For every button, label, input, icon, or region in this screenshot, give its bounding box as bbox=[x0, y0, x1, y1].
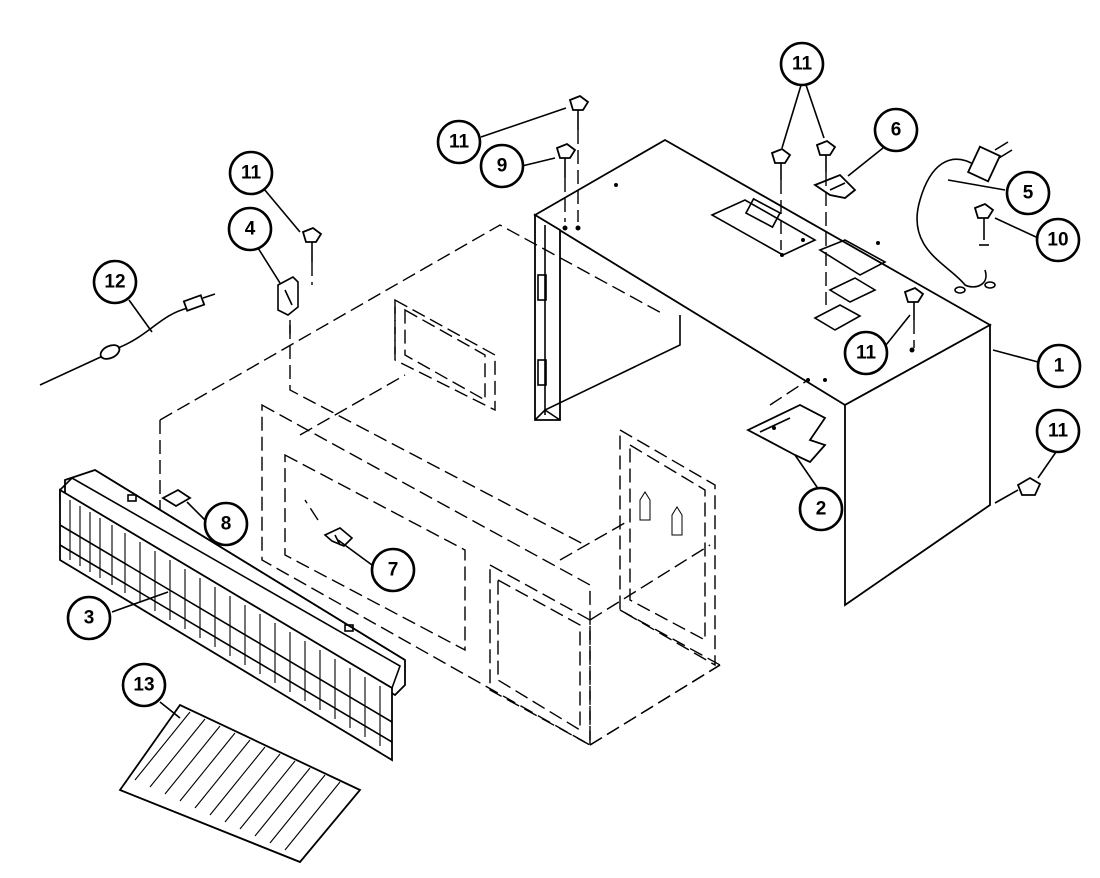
callout-2: 2 bbox=[798, 486, 844, 532]
power-cord bbox=[916, 141, 1013, 294]
callout-12: 12 bbox=[92, 259, 138, 305]
screw-11-top bbox=[568, 94, 590, 222]
callout-11-right: 11 bbox=[843, 330, 889, 376]
callout-10: 10 bbox=[1035, 217, 1081, 263]
svg-text:13: 13 bbox=[133, 675, 154, 696]
screw-11-mid-right bbox=[815, 139, 837, 305]
svg-text:7: 7 bbox=[388, 560, 399, 581]
screw-11-clip bbox=[301, 226, 323, 285]
svg-text:12: 12 bbox=[104, 272, 125, 293]
svg-text:4: 4 bbox=[245, 219, 256, 240]
svg-text:11: 11 bbox=[449, 132, 470, 153]
callout-6: 6 bbox=[873, 107, 919, 153]
screws bbox=[301, 94, 1042, 504]
screw-10 bbox=[973, 202, 995, 246]
svg-text:2: 2 bbox=[816, 499, 827, 520]
clip bbox=[277, 276, 299, 340]
svg-text:11: 11 bbox=[1048, 421, 1069, 442]
thermal-cable bbox=[39, 293, 216, 386]
svg-text:8: 8 bbox=[221, 514, 232, 535]
svg-text:1: 1 bbox=[1054, 356, 1065, 377]
callout-4: 4 bbox=[227, 206, 273, 252]
screw-11-mid-left bbox=[770, 147, 792, 250]
inner-frame-dashed bbox=[159, 224, 721, 747]
callout-11-mid: 11 bbox=[779, 41, 825, 87]
grille-clip bbox=[161, 488, 192, 508]
svg-text:10: 10 bbox=[1047, 230, 1068, 251]
svg-text:6: 6 bbox=[891, 120, 902, 141]
callout-11-side: 11 bbox=[1035, 408, 1081, 454]
mounting-bracket bbox=[746, 379, 827, 464]
callout-13: 13 bbox=[121, 662, 167, 708]
svg-text:11: 11 bbox=[241, 163, 262, 184]
callout-11-clip: 11 bbox=[228, 150, 274, 196]
svg-text:11: 11 bbox=[856, 343, 877, 364]
screw-11-right bbox=[903, 286, 925, 348]
top-bracket bbox=[813, 173, 857, 199]
screw-9 bbox=[555, 142, 577, 222]
grease-filter bbox=[118, 703, 362, 864]
front-grille bbox=[59, 469, 406, 762]
callout-9: 9 bbox=[479, 143, 525, 189]
callout-3: 3 bbox=[66, 595, 112, 641]
leader-lines bbox=[111, 81, 1057, 719]
callout-1: 1 bbox=[1036, 343, 1082, 389]
callout-8: 8 bbox=[203, 501, 249, 547]
svg-text:5: 5 bbox=[1023, 183, 1034, 204]
callout-11-top: 11 bbox=[436, 119, 482, 165]
door-switch bbox=[304, 499, 354, 547]
svg-text:9: 9 bbox=[497, 156, 508, 177]
callout-5: 5 bbox=[1005, 170, 1051, 216]
callout-7: 7 bbox=[370, 547, 416, 593]
svg-text:3: 3 bbox=[84, 608, 95, 629]
svg-text:11: 11 bbox=[792, 54, 813, 75]
screw-11-side bbox=[994, 476, 1042, 504]
